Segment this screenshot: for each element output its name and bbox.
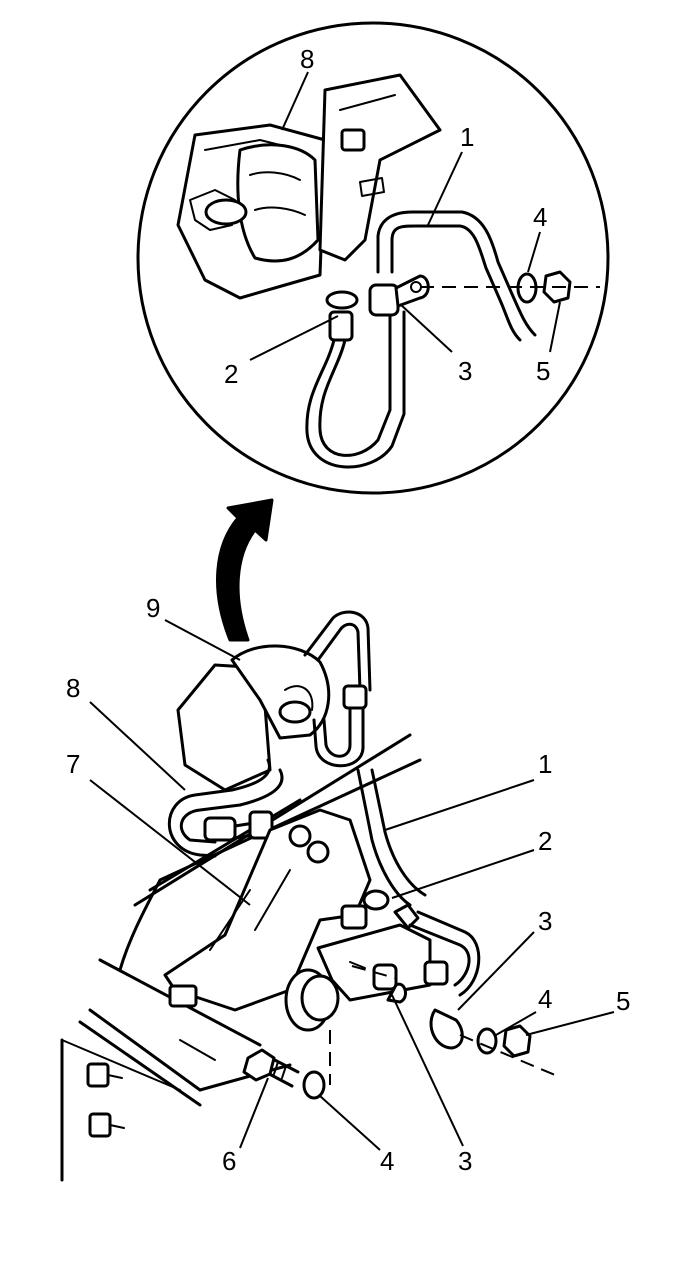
- callout-detail-8: 8: [300, 44, 314, 74]
- main-clips: [351, 889, 556, 1076]
- pushrod-assembly: [168, 968, 340, 1100]
- washer-4-bottom: [302, 1070, 326, 1100]
- detail-fitting-2: [328, 310, 354, 342]
- main-pipe-1: [303, 610, 427, 907]
- view-arrow: [216, 498, 274, 642]
- callout-main-5: 5: [616, 986, 630, 1016]
- callout-main-2: 2: [538, 826, 552, 856]
- callout-main-1: 1: [538, 749, 552, 779]
- callout-main-4-bottom: 4: [380, 1146, 394, 1176]
- detail-bracket: [318, 73, 442, 262]
- master-cylinder-7: [163, 808, 372, 1012]
- frame-bolt-upper: [86, 1062, 110, 1088]
- detail-circle-outline: [136, 21, 610, 495]
- detail-master-cylinder: [176, 123, 327, 300]
- bolt-6: [242, 1048, 276, 1082]
- callout-detail-2: 2: [224, 359, 238, 389]
- callout-main-4-right: 4: [538, 984, 552, 1014]
- callout-main-3-lower: 3: [458, 1146, 472, 1176]
- washer-4-right: [476, 1027, 498, 1055]
- callout-detail-4: 4: [533, 202, 547, 232]
- callout-main-6: 6: [222, 1146, 236, 1176]
- main-view: 9 8 7 1 2 3 5 4 6 4 3: [60, 593, 630, 1182]
- callout-detail-3: 3: [458, 356, 472, 386]
- callout-main-7: 7: [66, 749, 80, 779]
- nut-5-main: [502, 1024, 532, 1058]
- detail-pipe: [305, 210, 600, 469]
- main-pipe-8: [167, 758, 284, 858]
- washer-2-main: [362, 889, 390, 911]
- callout-detail-1: 1: [460, 122, 474, 152]
- detail-view: 8 1 4 2 3 5: [136, 21, 610, 495]
- callout-detail-5: 5: [536, 356, 550, 386]
- clip-3-lower: [372, 963, 398, 991]
- callout-main-3-upper: 3: [538, 906, 552, 936]
- frame-bolt-lower: [88, 1112, 112, 1138]
- callout-main-9: 9: [146, 593, 160, 623]
- detail-clip-3: [368, 283, 400, 317]
- clip-3-upper: [429, 1008, 464, 1050]
- reservoir-9: [176, 644, 331, 792]
- callout-main-8: 8: [66, 673, 80, 703]
- detail-washer-2: [325, 290, 359, 310]
